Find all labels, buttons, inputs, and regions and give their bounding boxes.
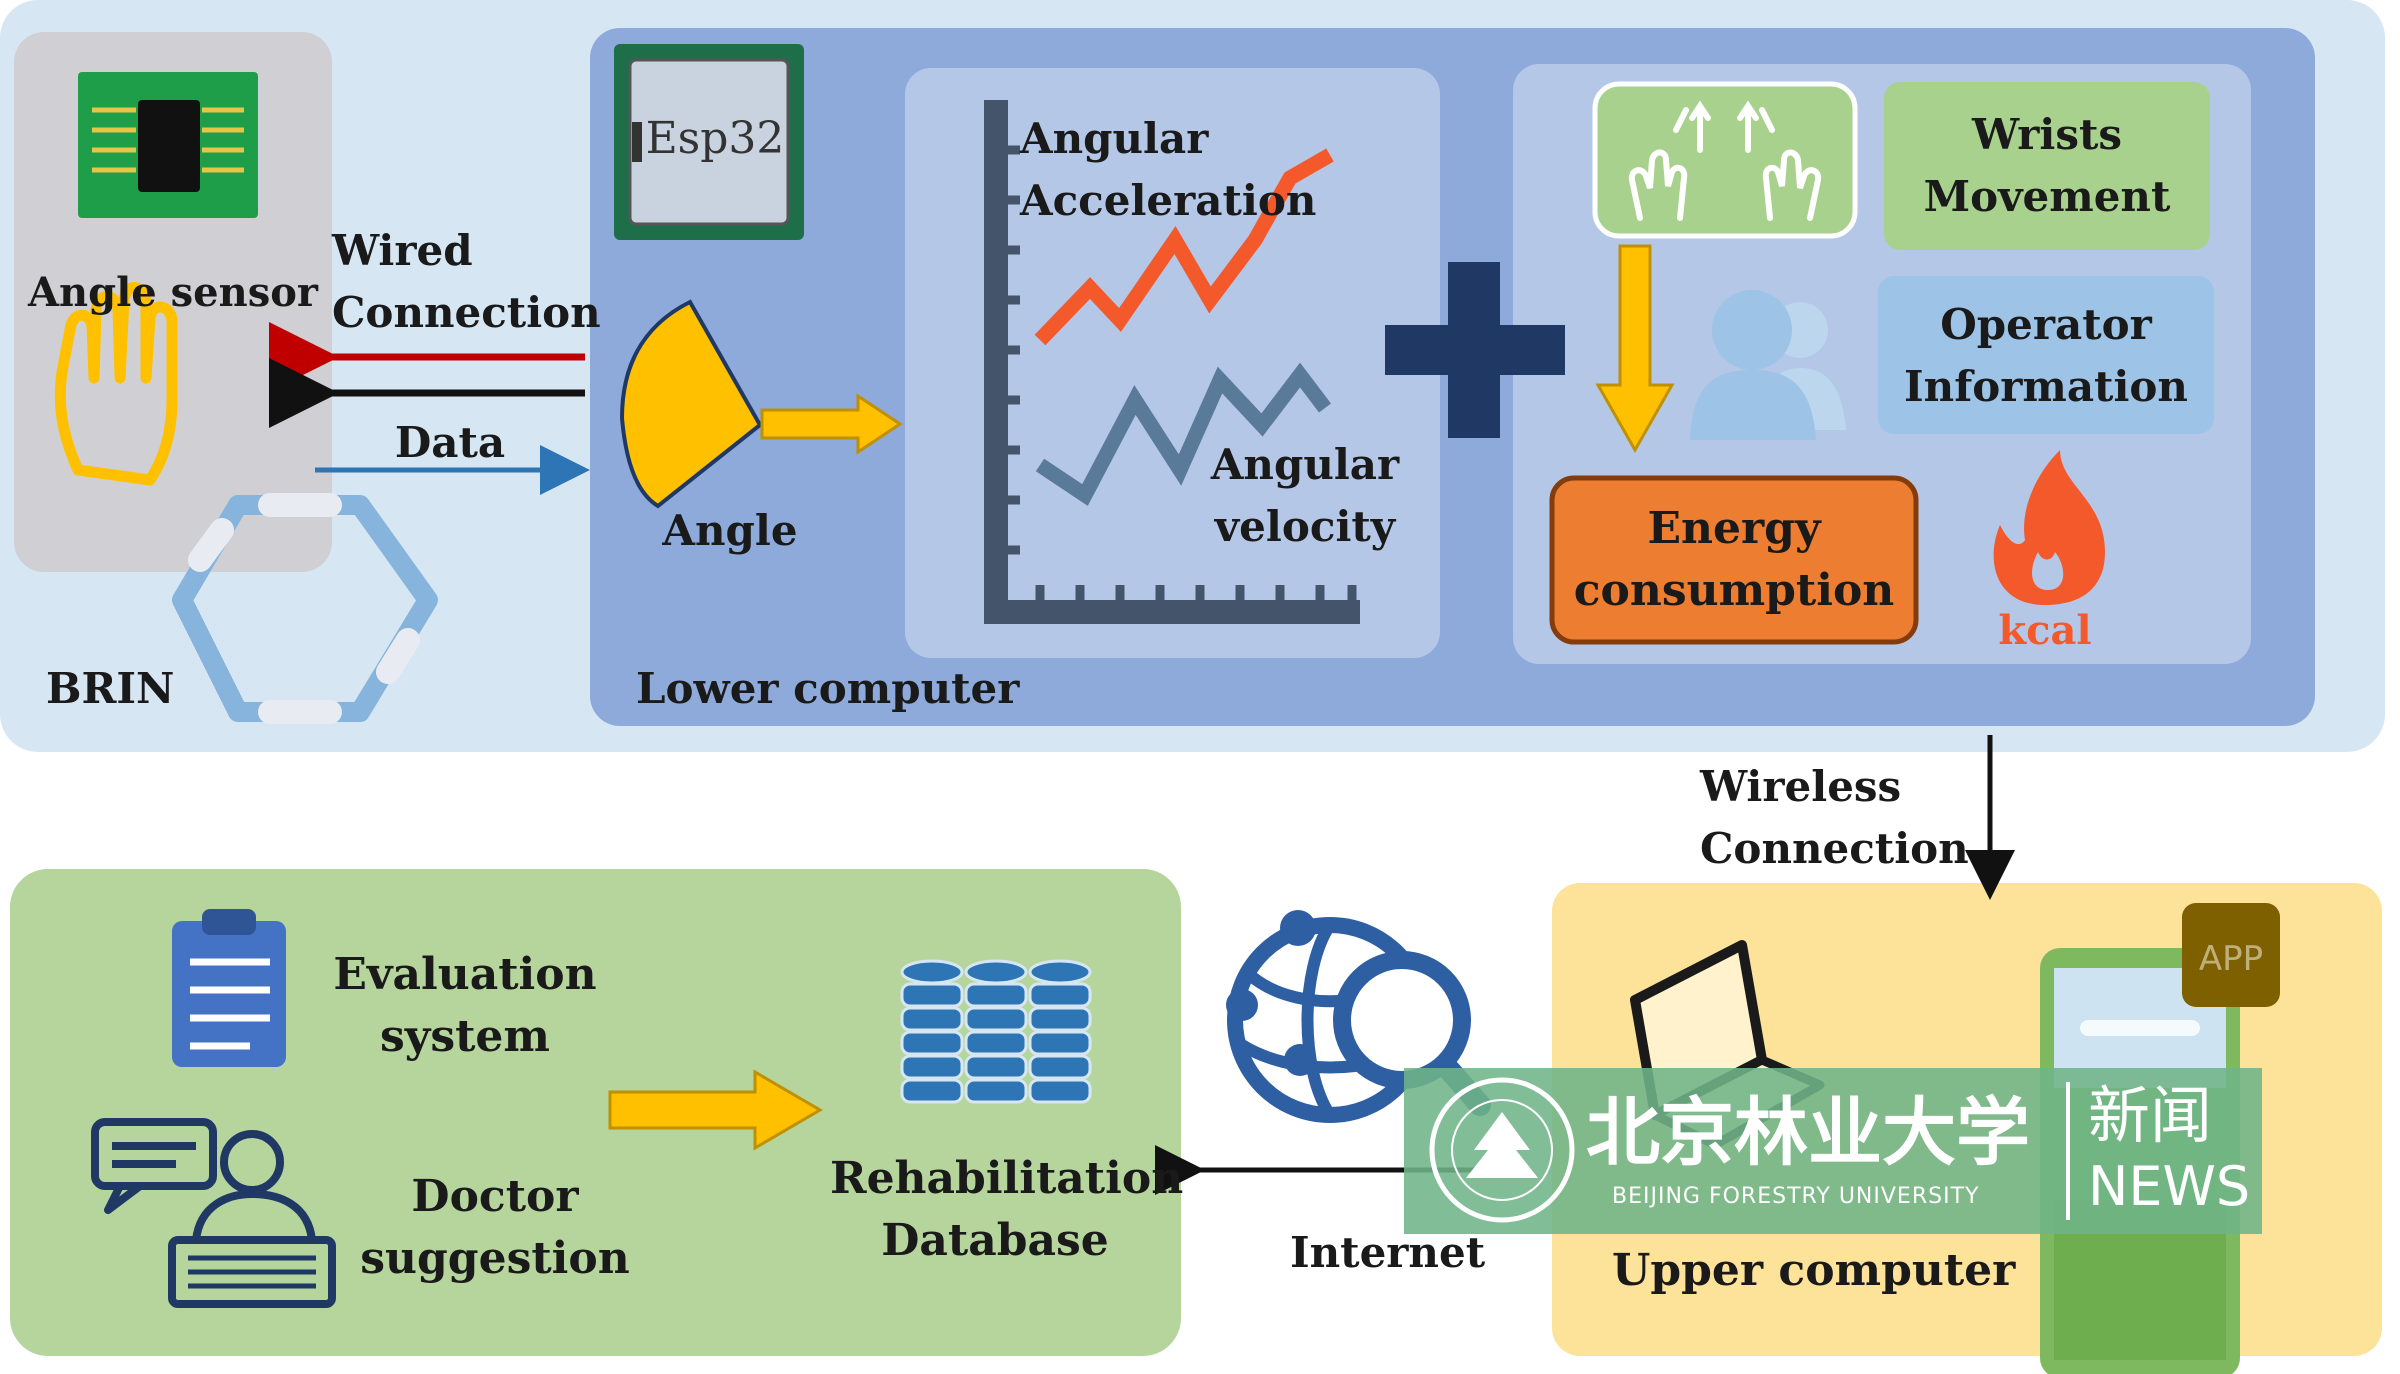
angle-sensor-label: Angle sensor <box>28 269 318 316</box>
velocity-label-line2: velocity <box>1214 502 1396 551</box>
angular-velocity-label: Angular velocity <box>1200 434 1410 558</box>
rehabilitation-database-label: Rehabilitation Database <box>830 1148 1184 1272</box>
database-icon <box>900 959 1092 1104</box>
energy-box <box>1549 475 1919 645</box>
accel-label-line1: Angular <box>1020 114 1209 163</box>
energy-label-line1: Energy <box>1647 503 1821 554</box>
esp32-chip-icon <box>614 44 804 240</box>
energy-label-line2: consumption <box>1573 565 1895 616</box>
watermark-news-cn: 新闻 <box>2088 1079 2213 1152</box>
wired-connection-label: Wired Connection <box>332 220 601 344</box>
evaluation-label-line1: Evaluation <box>333 949 597 1000</box>
app-badge-label: APP <box>2198 939 2264 979</box>
upper-computer-label: Upper computer <box>1612 1245 2016 1296</box>
down-arrow-energy <box>1595 244 1675 454</box>
accel-line <box>1034 148 1334 346</box>
database-label-line2: Database <box>881 1215 1109 1266</box>
wired-label-line2: Connection <box>332 288 601 337</box>
angle-arrow <box>760 393 903 455</box>
angular-acceleration-label: Angular Acceleration <box>1020 108 1316 232</box>
doctor-label-line2: suggestion <box>360 1233 630 1284</box>
esp32-label: Esp32 <box>645 113 785 164</box>
wireless-label-line1: Wireless <box>1700 762 1902 811</box>
watermark-english-name: BEIJING FORESTRY UNIVERSITY <box>1612 1184 1980 1209</box>
operator-label-line2: Information <box>1904 362 2188 411</box>
watermark-news-en: NEWS <box>2088 1155 2251 1218</box>
doctor-label-line1: Doctor <box>411 1171 579 1222</box>
wrists-label-line2: Movement <box>1923 172 2171 221</box>
wireless-connection-label: Wireless Connection <box>1700 756 1969 880</box>
brin-ring-icon <box>172 493 438 724</box>
graph-axes <box>984 100 1360 624</box>
kcal-label: kcal <box>1998 607 2092 654</box>
wired-arrows <box>269 322 590 495</box>
clipboard-icon <box>172 909 286 1067</box>
angle-label: Angle <box>662 506 798 555</box>
evaluation-system-label: Evaluation system <box>330 944 600 1068</box>
brin-label: BRIN <box>46 664 175 713</box>
wrists-label-line1: Wrists <box>1971 110 2123 159</box>
chip-icon <box>78 72 258 218</box>
doctor-suggestion-label: Doctor suggestion <box>360 1166 630 1290</box>
velocity-line <box>1035 362 1331 506</box>
doctor-icon <box>91 1118 336 1308</box>
wrists-movement-label: Wrists Movement <box>1884 104 2210 228</box>
operator-information-label: Operator Information <box>1878 294 2214 418</box>
wrists-box <box>1884 82 2210 250</box>
accel-label-line2: Acceleration <box>1020 176 1317 225</box>
wired-label-line1: Wired <box>332 226 473 275</box>
angle-sector-icon <box>619 299 763 509</box>
gesture-icon-box <box>1592 81 1858 239</box>
wireless-label-line2: Connection <box>1700 824 1969 873</box>
plus-icon <box>1385 262 1565 438</box>
globe-search-icon <box>1226 910 1491 1123</box>
operator-icon <box>1690 290 1846 440</box>
data-label: Data <box>394 418 506 467</box>
gesture-icon <box>1628 100 1822 221</box>
watermark-chinese-name: 北京林业大学 <box>1586 1090 2030 1176</box>
evaluation-arrow <box>608 1069 823 1151</box>
hand-icon <box>54 282 178 486</box>
database-label-line1: Rehabilitation <box>830 1153 1184 1204</box>
velocity-label-line1: Angular <box>1210 440 1400 489</box>
flame-icon <box>1993 450 2105 605</box>
evaluation-label-line2: system <box>380 1011 550 1062</box>
app-badge <box>2182 903 2280 1007</box>
lower-computer-label: Lower computer <box>636 664 1020 713</box>
energy-consumption-label: Energy consumption <box>1552 498 1916 622</box>
university-seal-icon <box>1429 1077 1575 1223</box>
operator-box <box>1878 276 2214 434</box>
operator-label-line1: Operator <box>1940 300 2152 349</box>
internet-label: Internet <box>1290 1228 1486 1277</box>
